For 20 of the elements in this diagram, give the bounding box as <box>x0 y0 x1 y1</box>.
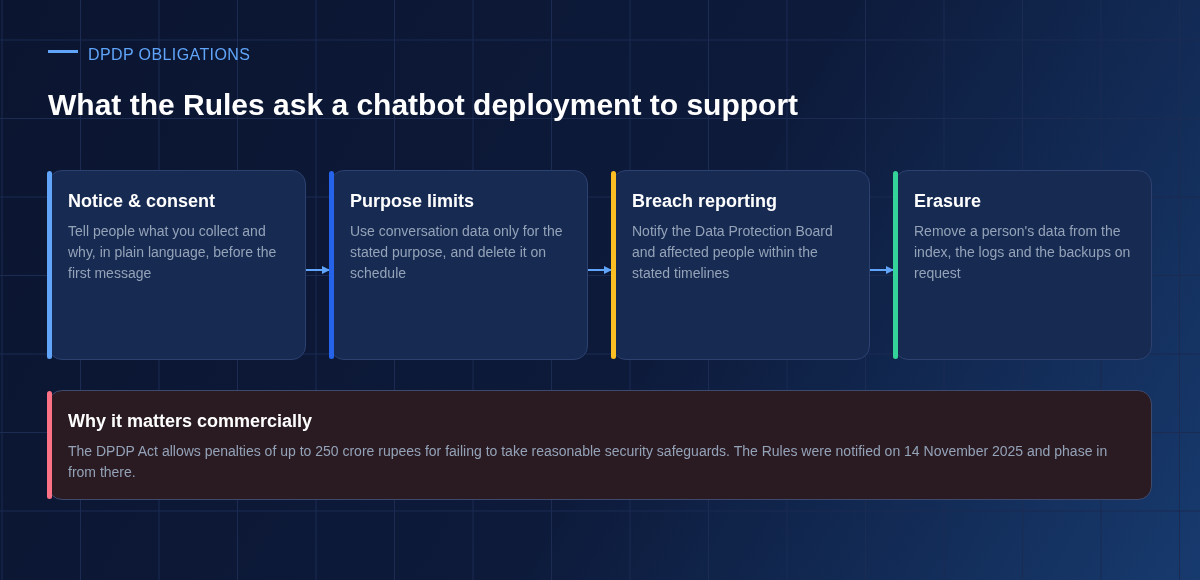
arrow <box>305 266 330 274</box>
arrow <box>869 266 894 274</box>
card-description: Notify the Data Protection Board and affected people within the stated timelines <box>632 221 834 283</box>
card-description: Use conversation data only for the stated purpose, and delete it on schedule <box>350 221 564 283</box>
obligation-card <box>330 170 588 360</box>
obligation-card <box>48 170 306 360</box>
obligation-card <box>612 170 870 360</box>
section-label: DPDP OBLIGATIONS <box>88 45 251 65</box>
card-description: Remove a person's data from the index, the logs and the backups on request <box>914 221 1132 283</box>
card-description: The DPDP Act allows penalties of up to 250 crore rupees for failing to take reasonable security safeguards. The Rules were notified on 14 November 2025 and phase in from there. <box>68 441 1109 482</box>
card-heading: Purpose limits <box>350 190 476 213</box>
card-heading: Erasure <box>914 190 983 213</box>
card-description: Tell people what you collect and why, in plain language, before the first message <box>68 221 278 283</box>
title: What the Rules ask a chatbot deployment to support <box>48 87 799 123</box>
card-heading: Breach reporting <box>632 190 779 213</box>
card-heading: Notice & consent <box>68 190 217 213</box>
arrow <box>587 266 612 274</box>
card-heading: Why it matters commercially <box>68 410 314 433</box>
note-card <box>48 390 1152 500</box>
obligation-card <box>894 170 1152 360</box>
